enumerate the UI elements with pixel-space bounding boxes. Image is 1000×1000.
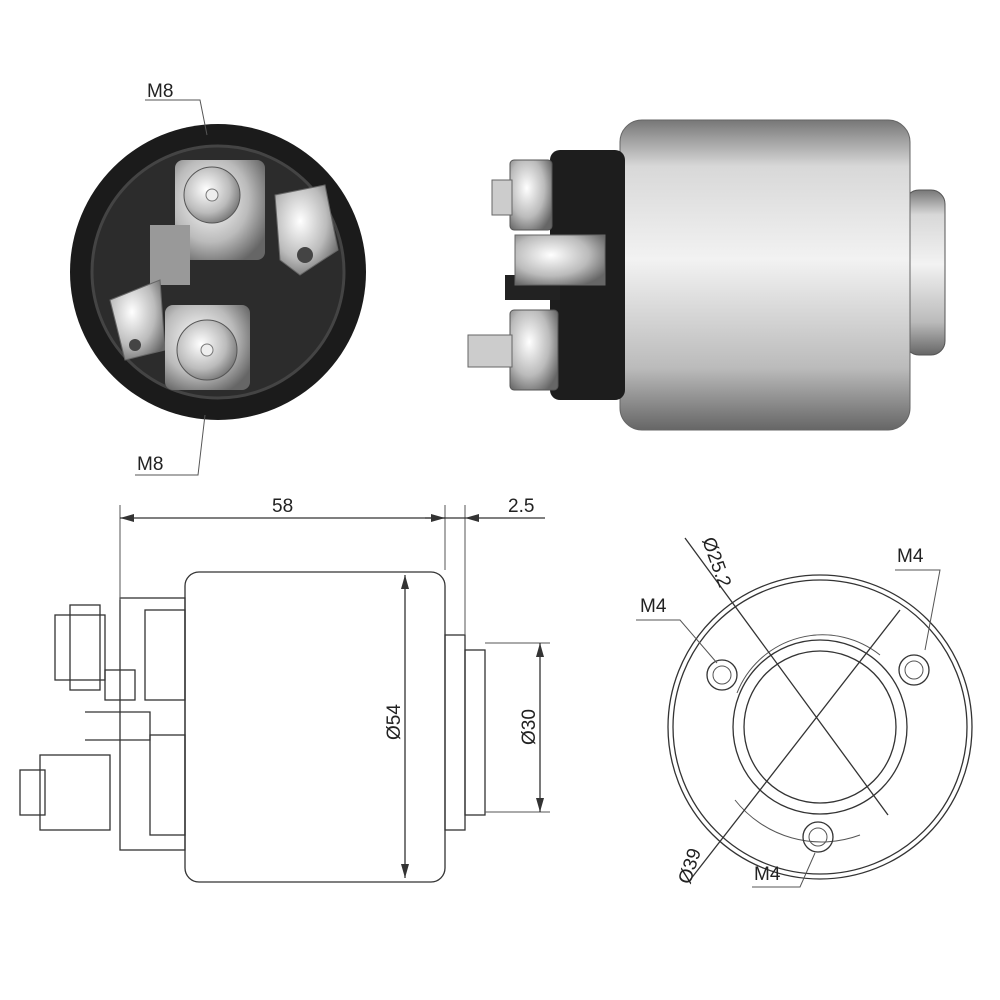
label-m8-top: M8	[147, 81, 173, 102]
end-drawing: Ø25.2 Ø39 M4 M4 M4	[636, 535, 973, 888]
side-view-photo	[467, 119, 946, 431]
leader-line	[135, 414, 206, 476]
dimension-line-39	[689, 609, 901, 881]
dim-2-5: 2.5	[508, 496, 534, 517]
label-m4-bottom: M4	[754, 864, 781, 885]
label-m4-right: M4	[897, 546, 924, 567]
dim-diameter-30: Ø30	[519, 709, 540, 745]
dimension-line-25-2	[684, 537, 889, 816]
dim-diameter-54: Ø54	[384, 704, 405, 740]
leader-line	[145, 99, 208, 136]
label-m8-bottom: M8	[137, 454, 163, 475]
label-m4-left: M4	[640, 596, 667, 617]
dim-diameter-39: Ø39	[675, 846, 706, 887]
end-view-photo: M8 M8	[70, 81, 366, 476]
dim-58: 58	[272, 496, 293, 517]
side-drawing: 58 2.5 Ø54 Ø30	[19, 496, 550, 883]
